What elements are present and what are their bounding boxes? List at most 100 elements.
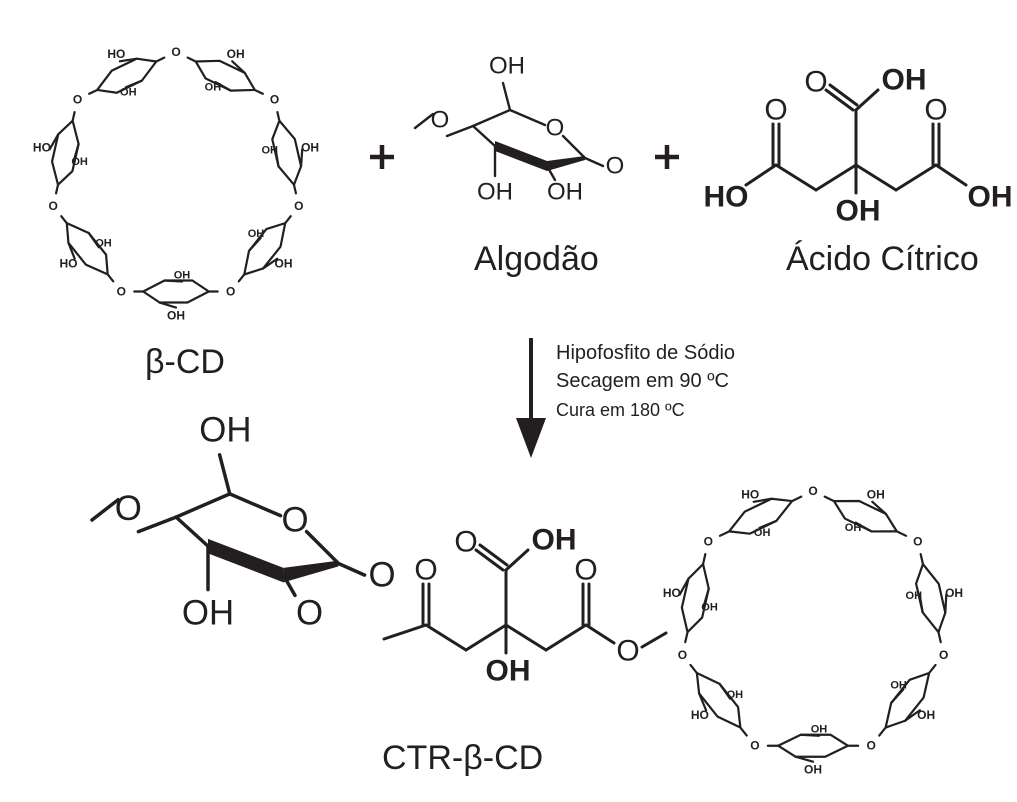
glycosidic-bond	[60, 215, 68, 225]
carboxyl-hydroxyl: OH	[882, 64, 927, 97]
anomeric-oxygen: O	[606, 153, 625, 180]
plus-sign-1	[370, 145, 394, 169]
carboxyl-bond	[854, 88, 880, 112]
hydroxyl-bond	[87, 231, 100, 249]
hydroxymethyl-bond	[501, 81, 512, 112]
glucose-ring-bonds	[65, 222, 115, 283]
hydroxymethyl-bond	[698, 692, 708, 712]
hydroxyl-group: OH	[227, 47, 245, 61]
citric-acid-label: Ácido Cítrico	[786, 240, 979, 278]
ester-bond	[640, 631, 668, 649]
hydroxymethyl-bond	[67, 241, 76, 260]
hydroxyl-group: OH	[905, 590, 922, 602]
carboxyl-bond	[934, 163, 968, 187]
hydroxyl-group: OH	[489, 53, 525, 80]
bond-line	[894, 163, 938, 192]
hydroxyl-group: OH	[174, 270, 191, 282]
glycosidic-bond	[937, 631, 942, 644]
bridging-oxygen: O	[939, 648, 948, 662]
hydroxyl-bond	[281, 573, 297, 598]
carbonyl-oxygen: O	[414, 554, 437, 587]
glucose-ring-bonds	[271, 111, 303, 186]
glycosidic-bond	[155, 56, 166, 63]
hydroxyl-group: OH	[205, 82, 222, 94]
bond-line	[854, 163, 898, 192]
bridging-oxygen: O	[270, 92, 279, 106]
glucose-ring-bonds	[718, 497, 794, 537]
carbonyl-oxygen: O	[574, 554, 597, 587]
hydroxyl-group: HO	[59, 257, 77, 271]
bridging-oxygen: O	[171, 45, 180, 59]
hydroxyl-group: HO	[691, 708, 709, 722]
hydroxymethyl-bond	[794, 755, 815, 763]
hydroxyl-bond	[214, 81, 232, 92]
hydroxyl-bond	[72, 142, 80, 162]
ring-wedge	[547, 156, 585, 171]
carboxyl-hydroxyl: OH	[532, 524, 577, 557]
hydroxyl-bond	[124, 79, 143, 89]
hydroxymethyl-bond	[752, 497, 773, 503]
anomeric-oxygen: O	[368, 556, 395, 595]
ether-oxygen: O	[115, 489, 142, 528]
hydroxyl-group: OH	[275, 257, 293, 271]
bridging-oxygen: O	[48, 199, 57, 213]
glucose-ring-bonds	[777, 733, 860, 758]
hydroxyl-group: OH	[701, 602, 718, 614]
ester-bond	[584, 623, 616, 645]
bridging-oxygen: O	[750, 739, 759, 753]
hydroxyl-bond	[274, 148, 280, 168]
hydroxyl-group: OH	[890, 680, 907, 692]
ring-bond	[304, 529, 341, 566]
glucose-ring-bonds	[142, 279, 219, 304]
ring-oxygen: O	[546, 115, 565, 142]
hydroxyl-group: OH	[261, 144, 278, 156]
glucose-ring-bonds	[186, 56, 256, 92]
hydroxyl-bond	[799, 733, 821, 737]
glycosidic-bond	[790, 495, 803, 503]
glucose-ring-bonds	[884, 663, 937, 729]
hydroxyl-group: HO	[663, 586, 681, 600]
bridging-oxygen: O	[73, 92, 82, 106]
bridging-oxygen: O	[294, 199, 303, 213]
carboxyl-hydroxyl: HO	[704, 181, 749, 214]
reaction-arrow	[516, 338, 546, 458]
hydroxymethyl-bond	[118, 57, 138, 63]
hydroxymethyl-bond	[299, 148, 304, 168]
bridging-oxygen: O	[866, 739, 875, 753]
bond-line	[464, 623, 508, 652]
hydroxyl-group: OH	[547, 179, 583, 206]
hydroxymethyl-bond	[217, 453, 232, 496]
ring-bond	[174, 515, 210, 548]
bridging-oxygen: O	[808, 484, 817, 498]
cotton-label: Algodão	[474, 240, 599, 278]
hydroxymethyl-bond	[262, 257, 279, 270]
glucose-ring-bonds	[914, 553, 947, 634]
glycosidic-bond	[292, 183, 298, 195]
ring-wedge	[495, 141, 547, 171]
hydroxymethyl-bond	[48, 133, 60, 151]
carboxyl-bond	[744, 163, 778, 187]
carbonyl-oxygen: O	[804, 66, 827, 99]
hydroxyl-group: OH	[167, 309, 185, 323]
catalyst-condition: Hipofosfito de Sódio	[556, 342, 736, 364]
glycosidic-bond	[878, 726, 887, 737]
ring-wedge	[208, 538, 284, 583]
carbonyl-bond	[478, 543, 509, 567]
glucose-ring-bonds	[88, 57, 158, 95]
product-label: CTR-β-CD	[382, 739, 544, 777]
carbonyl-bond	[824, 88, 855, 112]
hydroxyl-bond	[545, 164, 557, 182]
glycosidic-bond	[701, 553, 707, 566]
methoxy-bond	[90, 497, 120, 522]
bridging-oxygen: O	[117, 285, 126, 299]
curing-condition: Cura em 180 ºC	[556, 400, 685, 420]
ring-bond	[471, 124, 497, 148]
hydroxyl-bond	[247, 236, 262, 252]
beta-cyclodextrin-label: β-CD	[145, 343, 225, 381]
hydroxyl-group: OH	[945, 586, 963, 600]
